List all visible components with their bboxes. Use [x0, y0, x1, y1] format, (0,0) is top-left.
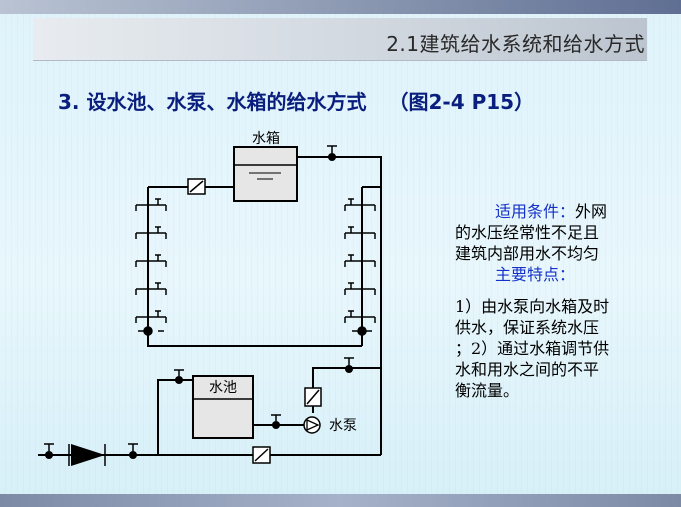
pool-inlet-valve-handle	[174, 369, 184, 376]
pump-discharge-pipe	[312, 367, 381, 413]
check-valve-pump-mark	[306, 389, 320, 405]
discharge-valve-handle	[344, 357, 354, 365]
top-band	[0, 0, 681, 14]
header-banner	[33, 18, 647, 61]
features-line-2: 供水，保证系统水压	[455, 318, 600, 337]
left-taps	[135, 198, 167, 336]
features-label: 主要特点：	[495, 265, 576, 284]
condition-label: 适用条件：	[495, 202, 576, 221]
water-meter-icon	[71, 444, 105, 466]
features-line-5: 衡流量。	[455, 381, 520, 400]
pool-outlet-valve	[272, 421, 280, 429]
inlet-valve-handle	[44, 443, 54, 451]
features-line-1: 1）由水泵向水箱及时	[455, 297, 610, 316]
valve-handle	[327, 145, 337, 153]
condition-text-1: 外网	[575, 202, 608, 221]
pump-arrow-icon	[306, 418, 320, 432]
pump-label: 水泵	[329, 418, 357, 434]
check-valve-top-mark	[189, 180, 204, 193]
condition-text-2: 的水压经常性不足且	[455, 223, 600, 242]
pool-inlet-valve	[175, 376, 183, 384]
discharge-valve	[345, 365, 353, 373]
bypass-valve	[129, 451, 137, 459]
section-heading: 3. 设水池、水泵、水箱的给水方式 （图2-4 P15）	[58, 86, 534, 115]
tank-label: 水箱	[252, 131, 280, 147]
background-pattern	[0, 14, 681, 507]
figure-reference: （图2-4 P15）	[388, 90, 535, 114]
valve-node	[328, 153, 336, 161]
inlet-valve	[45, 451, 53, 459]
water-tank	[233, 146, 298, 202]
spacer	[455, 285, 655, 296]
bypass-valve-handle	[128, 443, 138, 451]
check-valve-ground-mark	[254, 448, 269, 462]
tank-outlet-riser	[297, 156, 382, 455]
pool-label: 水池	[209, 380, 237, 396]
condition-text-3: 建筑内部用水不均匀	[455, 244, 600, 263]
pool-inlet-pipe	[157, 379, 193, 455]
bottom-band	[0, 494, 681, 507]
pool-outlet-valve-handle	[271, 414, 281, 421]
features-line-4: 水和用水之间的不平	[455, 360, 600, 379]
description-panel: 适用条件：外网 的水压经常性不足且 建筑内部用水不均匀 主要特点： 1）由水泵向…	[455, 201, 655, 401]
page-title: 2.1建筑给水系统和给水方式	[386, 32, 645, 56]
water-pool	[192, 375, 254, 439]
left-riser-and-bottom	[147, 187, 362, 347]
right-taps	[344, 198, 376, 336]
heading-text: 3. 设水池、水泵、水箱的给水方式	[58, 90, 367, 114]
features-line-3: ；2）通过水箱调节供	[455, 339, 610, 358]
